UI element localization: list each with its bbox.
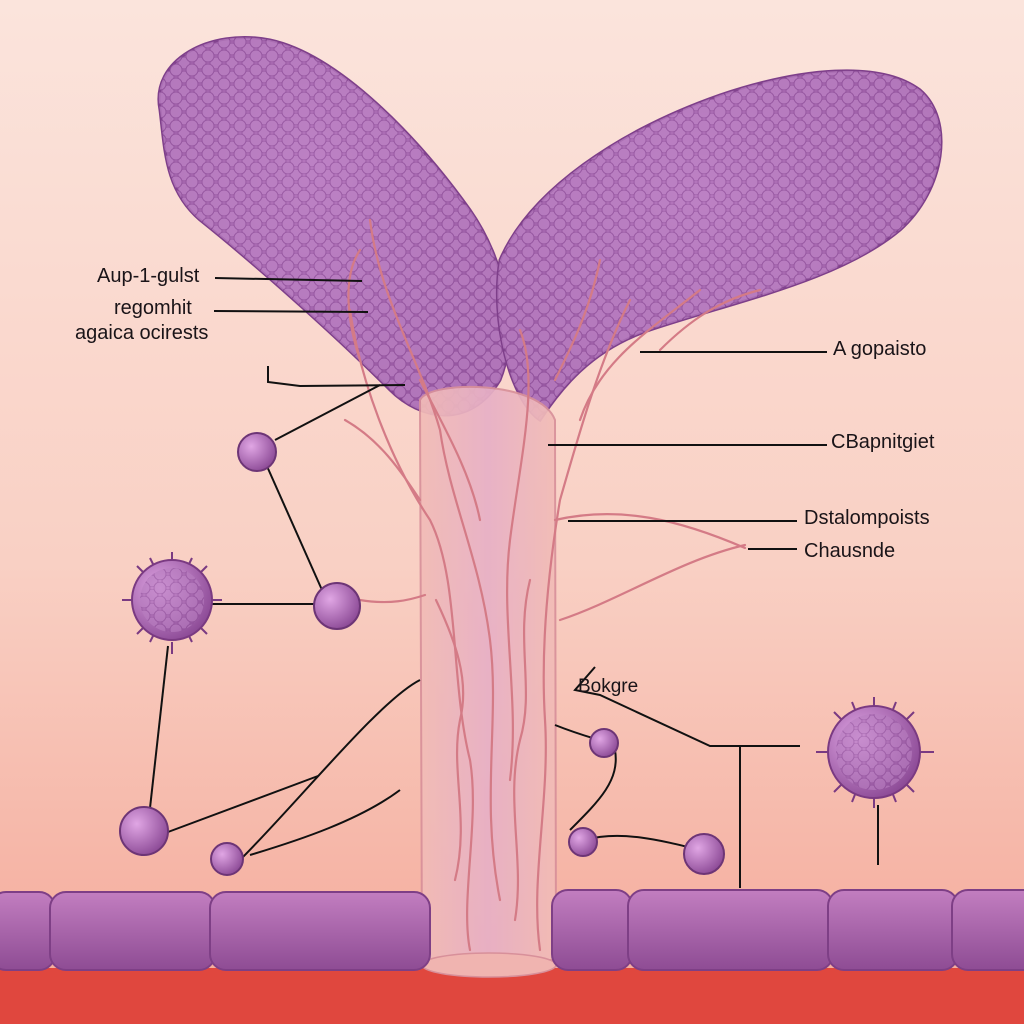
- spiky-cell-icon: [122, 552, 222, 654]
- round-cell-icon: [119, 432, 725, 876]
- label-right-3: Dstalompoists: [804, 507, 930, 529]
- left-lobe: [157, 35, 511, 417]
- label-right-1: A gopaisto: [833, 338, 927, 360]
- stalk: [418, 385, 558, 978]
- label-right-4: Chausnde: [804, 540, 896, 562]
- label-right-2: CBapnitgiet: [831, 431, 935, 453]
- label-left-3: agaica ocirests: [75, 322, 209, 344]
- vessel-network: [343, 218, 762, 952]
- leader-lines: [149, 277, 879, 888]
- label-left-2: regomhit: [114, 297, 192, 319]
- cell-membrane: [0, 889, 1024, 971]
- label-center: Bokgre: [578, 676, 639, 697]
- label-left-1: Aup-1-gulst: [97, 265, 200, 287]
- spiky-cell-icon: [816, 697, 934, 808]
- floor-tissue: [0, 968, 1024, 1024]
